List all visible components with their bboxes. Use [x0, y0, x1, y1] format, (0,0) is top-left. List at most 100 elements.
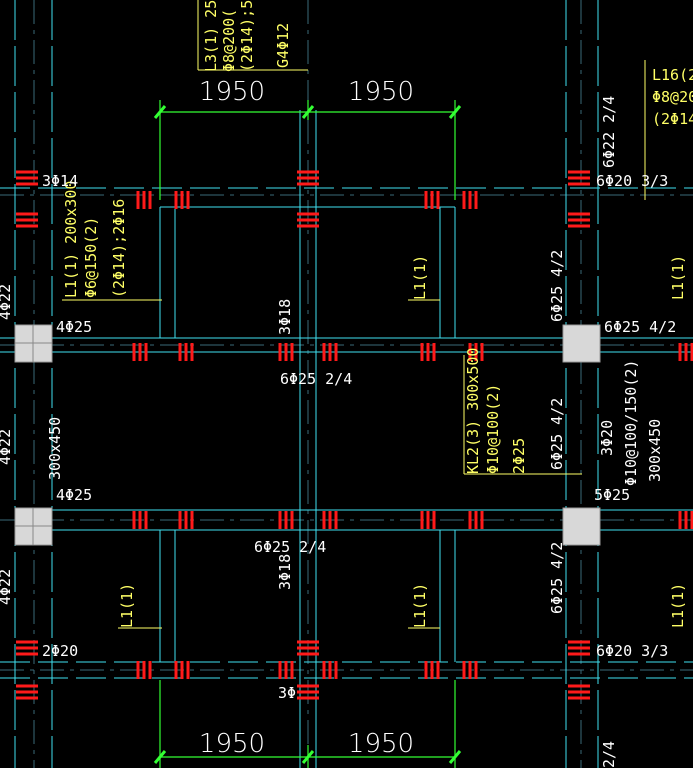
- rebar-mark: [136, 191, 140, 209]
- rebar-mark: [132, 511, 136, 529]
- col-section-300x450: 300x450: [46, 417, 64, 480]
- rebar-mark: [190, 511, 194, 529]
- rebar-mark: [328, 343, 332, 361]
- rebar-mark: [568, 218, 590, 222]
- top-right-bar-label: 6Φ20 3/3: [596, 172, 668, 190]
- rebar-mark: [138, 343, 142, 361]
- rebar-mark: [297, 212, 319, 216]
- rebar-mark: [290, 343, 294, 361]
- rebar-mark: [334, 343, 338, 361]
- rebar-mark: [297, 176, 319, 180]
- rebar-mark: [136, 661, 140, 679]
- l1-left-b: L1(1): [118, 583, 136, 628]
- rebar-mark: [568, 646, 590, 650]
- bottom-right-bar-label: 6Φ20 3/3: [596, 642, 668, 660]
- rebar-mark: [16, 652, 38, 656]
- rebar-mark: [180, 661, 184, 679]
- rebar-mark: [190, 343, 194, 361]
- rebar-mark: [144, 343, 148, 361]
- rebar-mark: [480, 343, 484, 361]
- right-300x450-label: 300x450: [646, 419, 664, 482]
- rebar-mark: [462, 661, 466, 679]
- rebar-mark: [334, 661, 338, 679]
- kl2-label-line1: KL2(3) 300x500: [464, 348, 482, 474]
- l1-edge-right-b: L1(1): [669, 583, 687, 628]
- rebar-mark: [142, 661, 146, 679]
- rebar-mark: [297, 646, 319, 650]
- bottom-left-bar-label: 2Φ20: [42, 642, 78, 660]
- rebar-mark: [16, 696, 38, 700]
- rebar-mark: [297, 218, 319, 222]
- right-col-label-b: 6Φ25 4/2: [604, 318, 676, 336]
- dimension-lines: [153, 100, 462, 768]
- bottom-right-col-label: 2/4: [600, 741, 618, 768]
- left-col-bot-label: 4Φ22: [0, 569, 14, 605]
- rebar-mark: [278, 661, 282, 679]
- rebar-mark: [290, 511, 294, 529]
- rebar-mark: [424, 191, 428, 209]
- rebar-mark: [568, 170, 590, 174]
- right-3phi20-label: 3Φ20: [598, 420, 616, 456]
- rebar-mark: [436, 191, 440, 209]
- rebar-mark: [290, 661, 294, 679]
- rebar-mark: [432, 511, 436, 529]
- rebar-mark: [184, 511, 188, 529]
- rebar-mark: [16, 212, 38, 216]
- col-4phi25-b: 4Φ25: [56, 486, 92, 504]
- rebar-mark: [284, 511, 288, 529]
- dimension-top-left: 1950: [199, 77, 265, 107]
- rebar-mark: [690, 511, 693, 529]
- rebar-mark: [144, 511, 148, 529]
- beam-bottom-label-b: 6Φ25 2/4: [254, 538, 326, 556]
- rebar-mark: [322, 343, 326, 361]
- l3-label-line1: L3(1) 25: [202, 0, 220, 72]
- rebar-mark: [16, 170, 38, 174]
- rebar-mark: [297, 684, 319, 688]
- rebar-mark: [426, 511, 430, 529]
- right-col-label-a: 6Φ25 4/2: [548, 250, 566, 322]
- rebar-mark: [436, 661, 440, 679]
- right-stirrup-label: Φ10@100/150(2): [622, 360, 640, 486]
- center-3phi18-a: 3Φ18: [276, 299, 294, 335]
- l3-label-line2: Φ8@200(: [220, 9, 238, 72]
- left-col-mid1-label: 4Φ22: [0, 284, 14, 320]
- l1-label-line1: L1(1) 200x300: [62, 181, 80, 298]
- kl2-label-line3: 2Φ25: [510, 438, 528, 474]
- rebar-mark: [186, 191, 190, 209]
- rebar-mark: [297, 640, 319, 644]
- rebar-mark: [678, 343, 682, 361]
- rebar-mark: [420, 511, 424, 529]
- column-right-mid1[interactable]: [562, 324, 601, 363]
- rebar-mark: [178, 511, 182, 529]
- rebar-mark: [142, 191, 146, 209]
- left-col-mid2-label: 4Φ22: [0, 429, 14, 465]
- l1-label-line2: Φ6@150(2): [82, 217, 100, 298]
- dimension-top-right: 1950: [348, 77, 414, 107]
- rebar-mark: [468, 191, 472, 209]
- rebar-mark: [322, 661, 326, 679]
- rebar-mark: [16, 646, 38, 650]
- rebar-mark: [178, 343, 182, 361]
- rebar-mark: [180, 191, 184, 209]
- l16-label-line2: Φ8@20: [652, 88, 693, 106]
- rebar-mark: [284, 661, 288, 679]
- rebar-mark: [138, 511, 142, 529]
- beam-bottom-label-a: 6Φ25 2/4: [280, 370, 352, 388]
- right-col-label-d: 6Φ25 4/2: [548, 542, 566, 614]
- rebar-mark: [186, 661, 190, 679]
- l16-label-line1: L16(2: [652, 66, 693, 84]
- rebar-mark: [297, 652, 319, 656]
- rebar-mark: [430, 661, 434, 679]
- l1-label-line3: (2Φ14);2Φ16: [110, 199, 128, 298]
- rebar-mark: [16, 640, 38, 644]
- rebar-mark: [432, 343, 436, 361]
- rebar-mark: [678, 511, 682, 529]
- rebar-mark: [462, 191, 466, 209]
- rebar-mark: [284, 343, 288, 361]
- dimension-bottom-left: 1950: [199, 729, 265, 759]
- column-right-mid2[interactable]: [562, 507, 601, 546]
- rebar-mark: [568, 696, 590, 700]
- rebar-mark: [297, 690, 319, 694]
